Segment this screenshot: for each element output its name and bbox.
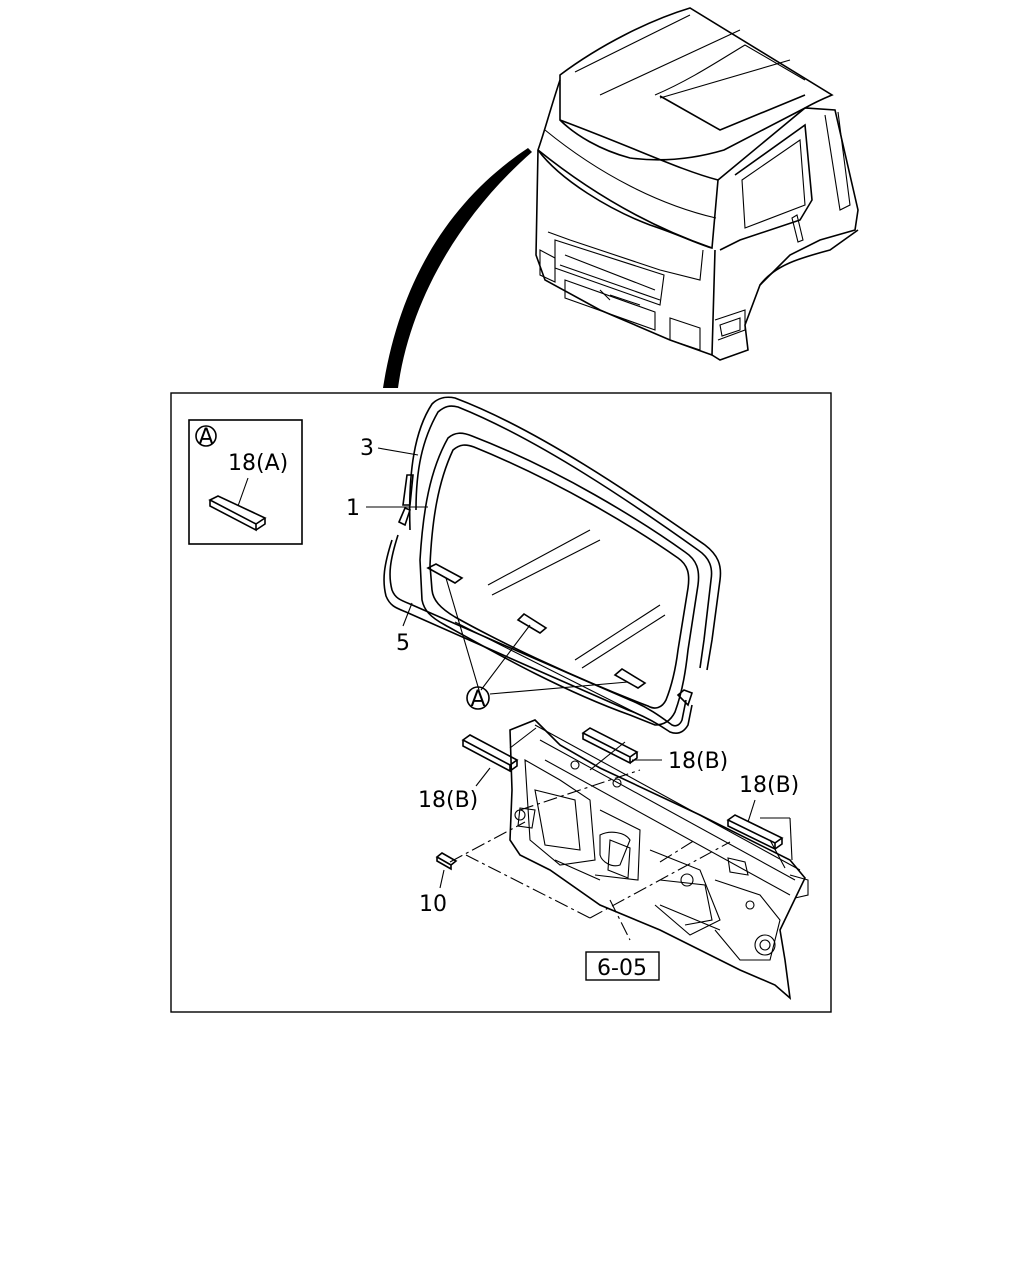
inset-ref-a-label: A <box>198 425 213 450</box>
spacer-pad-18a <box>208 495 267 532</box>
callout-18b-left: 18(B) <box>418 788 478 813</box>
truck-cab-illustration <box>535 7 859 361</box>
callout-a-leaders: A <box>445 577 629 712</box>
windshield-assembly <box>383 396 722 734</box>
callout-3: 3 <box>360 436 374 461</box>
callout-5: 5 <box>396 631 410 656</box>
callout-ref-a: A <box>470 687 485 712</box>
callout-18b-center: 18(B) <box>668 749 728 774</box>
callout-18a: 18(A) <box>228 451 288 476</box>
cowl-panel <box>509 719 809 1000</box>
inset-box-a: A 18(A) <box>188 419 303 545</box>
spacer-pad-18b-center <box>581 727 639 765</box>
cowl-callout-leaders <box>439 727 793 941</box>
callout-18b-right: 18(B) <box>739 773 799 798</box>
detail-leader-curve <box>383 148 532 388</box>
page-reference-box: 6-05 <box>585 951 660 981</box>
spacer-pad-18b-left <box>461 734 519 773</box>
detail-frame <box>170 392 832 1013</box>
clip-part-10 <box>435 852 458 871</box>
spacer-pad-18b-right <box>726 814 784 851</box>
callout-10: 10 <box>419 892 447 917</box>
page-reference-label: 6-05 <box>597 956 647 981</box>
callout-1: 1 <box>346 496 360 521</box>
